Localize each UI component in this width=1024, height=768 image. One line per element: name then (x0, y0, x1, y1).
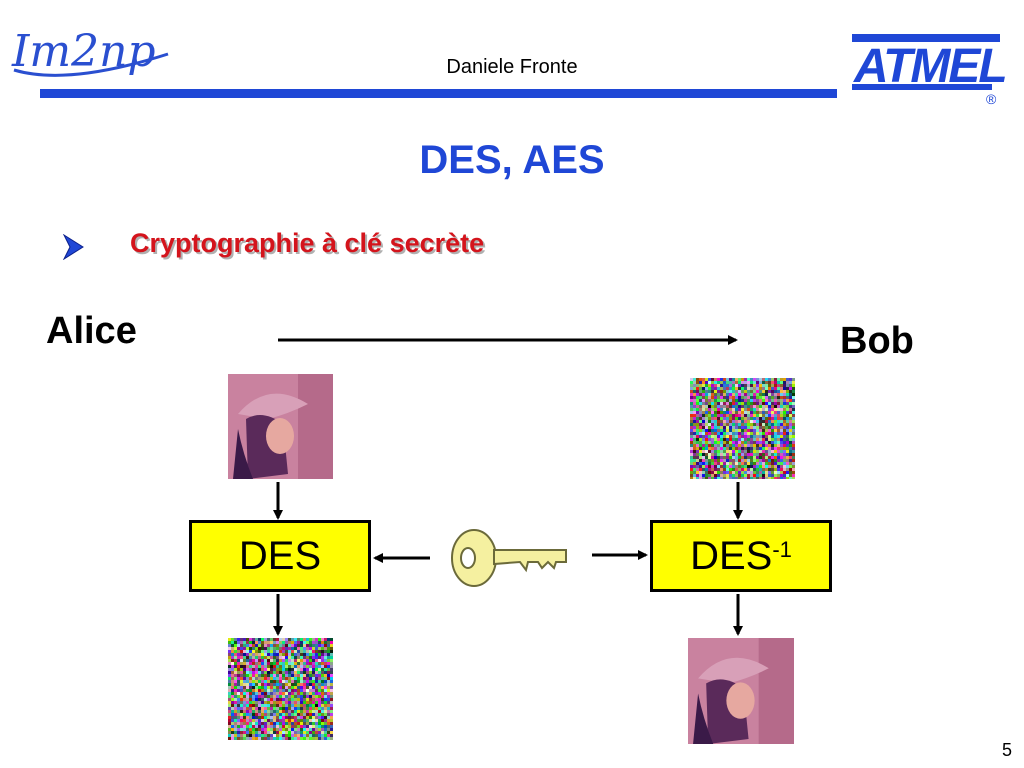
plain-image-alice (228, 374, 333, 479)
header-rule (40, 89, 837, 98)
des-decrypt-box: DES-1 (650, 520, 832, 592)
des-encrypt-box: DES (189, 520, 371, 592)
cipher-image-alice (228, 638, 333, 740)
author-name: Daniele Fronte (446, 56, 578, 78)
slide-title: DES, AES (419, 138, 605, 182)
cipher-image-bob (690, 378, 795, 479)
alice-label: Alice (46, 310, 137, 352)
registered-mark: ® (986, 91, 997, 106)
atmel-logo-text: ATMEL (853, 40, 1006, 93)
plain-image-bob (688, 638, 794, 744)
bullet-text: Cryptographie à clé secrète (130, 228, 485, 258)
key-icon (444, 524, 570, 590)
im2np-logo-text: Im2np (11, 26, 156, 77)
des-decrypt-exponent: -1 (772, 537, 792, 562)
des-encrypt-label: DES (238, 533, 322, 578)
atmel-logo: ATMEL ® (846, 28, 1006, 106)
arrow-bullet-icon (62, 234, 84, 260)
bob-label: Bob (840, 320, 914, 362)
im2np-logo: Im2np (8, 16, 178, 86)
page-number: 5 (1001, 740, 1012, 760)
des-decrypt-label: DES (690, 533, 773, 578)
